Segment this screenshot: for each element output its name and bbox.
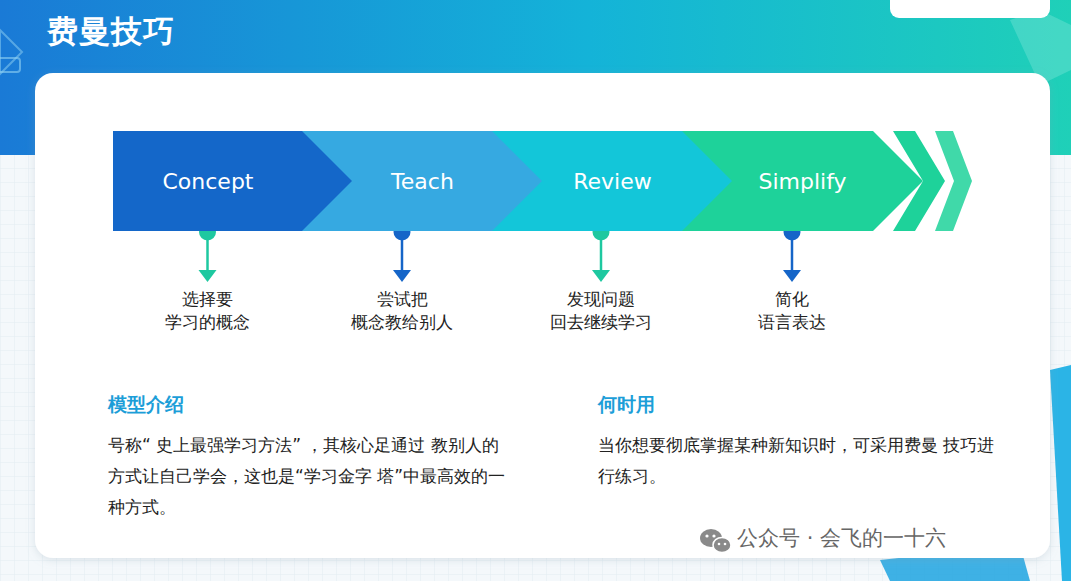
chevron-fill	[302, 131, 543, 231]
process-chevron: Review	[492, 131, 733, 231]
process-chevron: Teach	[302, 131, 543, 231]
page-title: 费曼技巧	[47, 11, 175, 53]
arrowhead	[592, 270, 610, 282]
step-caption: 简化 语言表达	[758, 288, 826, 334]
step-name: Concept	[163, 169, 254, 194]
card	[35, 73, 1050, 558]
process-chevron: Simplify	[682, 131, 923, 231]
step-name: Review	[573, 169, 652, 194]
deco-tab	[890, 0, 1050, 18]
step-caption: 尝试把 概念教给别人	[351, 288, 453, 334]
step-caption: 发现问题 回去继续学习	[550, 288, 652, 334]
section-heading: 何时用	[598, 392, 655, 418]
step-description: 发现问题 回去继续学习	[550, 288, 652, 334]
arrowhead	[199, 270, 217, 282]
watermark: 公众号 · 会飞的一十六	[737, 524, 946, 552]
chevron-fill	[492, 131, 733, 231]
section-body: 号称“ 史上最强学习方法” ，其核心足通过 教别人的方式让自己学会，这也是“学习…	[108, 430, 513, 523]
connector-line	[206, 239, 209, 270]
wechat-icon	[700, 529, 731, 553]
chevron-fill	[682, 131, 923, 231]
chevron-deco	[935, 131, 972, 231]
deco	[1050, 365, 1071, 581]
connector-arrow	[393, 224, 411, 283]
section-heading: 模型介绍	[108, 392, 184, 418]
section-body: 当你想要彻底掌握某种新知识时，可采用费曼 技巧进行练习。	[598, 430, 1003, 492]
connector-line	[600, 239, 603, 270]
arrowhead	[393, 270, 411, 282]
step-name: Teach	[391, 169, 454, 194]
connector-line	[791, 239, 794, 270]
step-description: 简化 语言表达	[758, 288, 826, 334]
deco	[0, 30, 22, 74]
deco	[0, 58, 20, 72]
connector-arrow	[783, 224, 801, 283]
step-caption: 选择要 学习的概念	[165, 288, 250, 334]
connector-arrow	[592, 224, 610, 283]
step-description: 选择要 学习的概念	[165, 288, 250, 334]
step-name: Simplify	[758, 169, 846, 194]
step-description: 尝试把 概念教给别人	[351, 288, 453, 334]
arrowhead	[783, 270, 801, 282]
connector-line	[401, 239, 404, 270]
connector-arrow	[199, 224, 217, 283]
